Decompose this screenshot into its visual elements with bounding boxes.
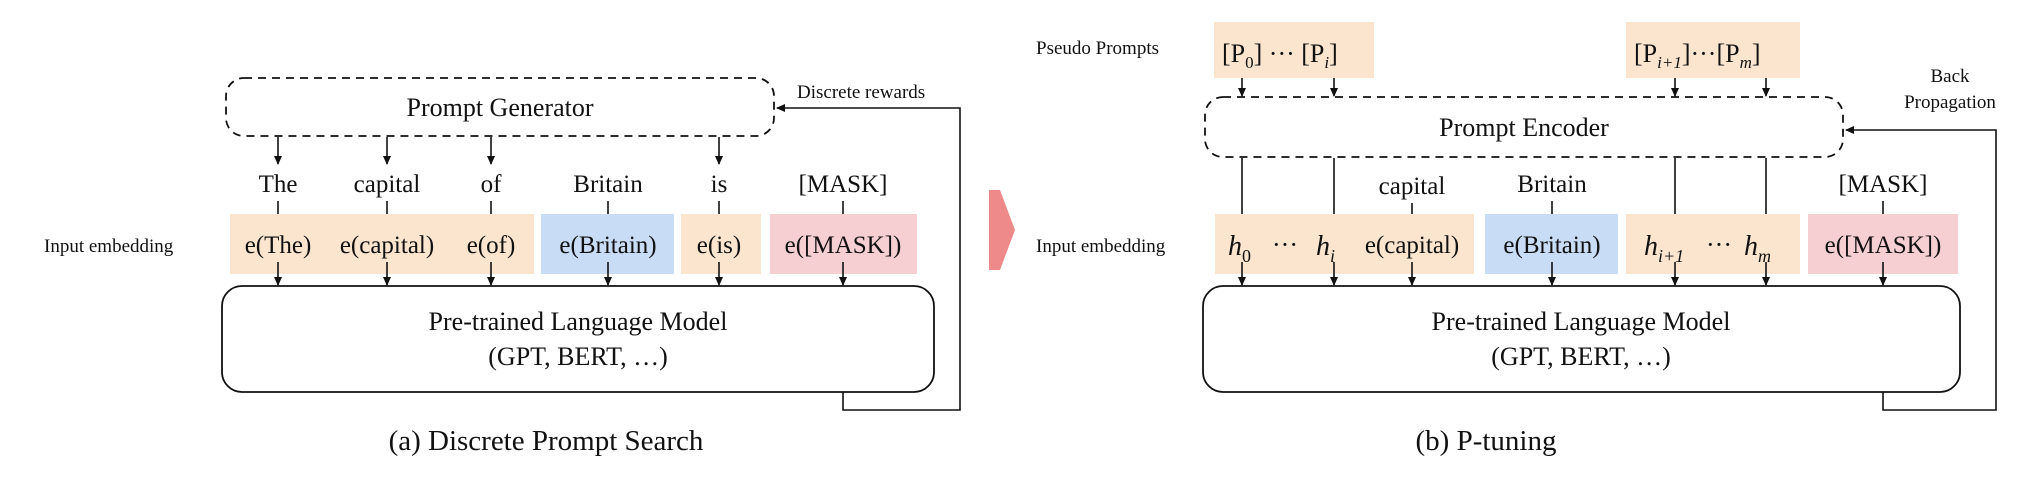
caption-a: (a) Discrete Prompt Search xyxy=(389,425,704,457)
panel-b: Pseudo Prompts [P0] ··· [Pi] [Pi+1]···[P… xyxy=(1036,22,1997,457)
embedding-mask-b: e([MASK]) xyxy=(1825,232,1942,259)
embedding-mask: e([MASK]) xyxy=(785,232,902,259)
prompt-generator-label: Prompt Generator xyxy=(406,93,593,122)
back-propagation-label-1: Back xyxy=(1930,66,1970,87)
language-model-box-b xyxy=(1202,285,1961,393)
pseudo-prompts-label: Pseudo Prompts xyxy=(1036,38,1159,59)
token-mask-b: [MASK] xyxy=(1839,171,1928,198)
svg-text:···: ··· xyxy=(1706,230,1732,259)
pseudo-prompt-pi1-to-pm: [Pi+1]···[Pm] xyxy=(1634,39,1761,72)
token-mask: [MASK] xyxy=(799,171,888,198)
token-the: The xyxy=(259,171,298,198)
caption-b: (b) P-tuning xyxy=(1416,425,1557,457)
language-model-examples-a: (GPT, BERT, …) xyxy=(488,342,667,371)
embedding-of: e(of) xyxy=(467,232,516,259)
panel-a: Prompt Generator The capital of Britain … xyxy=(44,77,961,457)
prompt-encoder-label: Prompt Encoder xyxy=(1439,113,1609,142)
transition-arrow xyxy=(989,190,1015,270)
embedding-bg-orange-b1 xyxy=(1215,214,1474,274)
language-model-examples-b: (GPT, BERT, …) xyxy=(1491,342,1670,371)
svg-text:[Pi+1]···[Pm]: [Pi+1]···[Pm] xyxy=(1634,39,1761,72)
embedding-the: e(The) xyxy=(245,232,312,259)
pseudo-prompt-bg-left xyxy=(1214,22,1374,78)
embedding-bg-orange-1 xyxy=(230,214,534,274)
embedding-is: e(is) xyxy=(697,232,741,259)
back-propagation-label-2: Propagation xyxy=(1904,92,1996,113)
embedding-britain-b: e(Britain) xyxy=(1503,232,1600,259)
discrete-rewards-label: Discrete rewards xyxy=(797,82,925,103)
language-model-box-a xyxy=(221,285,935,393)
token-britain-b: Britain xyxy=(1517,171,1587,198)
embedding-bg-orange-b2 xyxy=(1626,214,1800,274)
prompt-generator-box xyxy=(225,77,775,137)
pseudo-prompt-bg-right xyxy=(1626,22,1800,78)
token-capital: capital xyxy=(354,171,421,198)
token-capital-b: capital xyxy=(1379,173,1446,200)
embedding-bg-orange-2 xyxy=(681,214,761,274)
embedding-britain: e(Britain) xyxy=(559,232,656,259)
input-embedding-label-b: Input embedding xyxy=(1036,236,1166,257)
embedding-capital-b: e(capital) xyxy=(1365,232,1459,259)
embedding-capital: e(capital) xyxy=(340,232,434,259)
token-britain: Britain xyxy=(573,171,643,198)
prompt-encoder-box xyxy=(1204,96,1844,158)
language-model-label-a: Pre-trained Language Model xyxy=(429,307,728,336)
svg-text:[P0] ··· [Pi]: [P0] ··· [Pi] xyxy=(1222,39,1338,72)
pseudo-prompt-p0-to-pi: [P0] ··· [Pi] xyxy=(1222,39,1338,72)
input-embedding-label-a: Input embedding xyxy=(44,236,174,257)
language-model-label-b: Pre-trained Language Model xyxy=(1432,307,1731,336)
token-of: of xyxy=(481,171,503,198)
svg-text:···: ··· xyxy=(1272,230,1298,259)
token-is: is xyxy=(711,171,728,198)
